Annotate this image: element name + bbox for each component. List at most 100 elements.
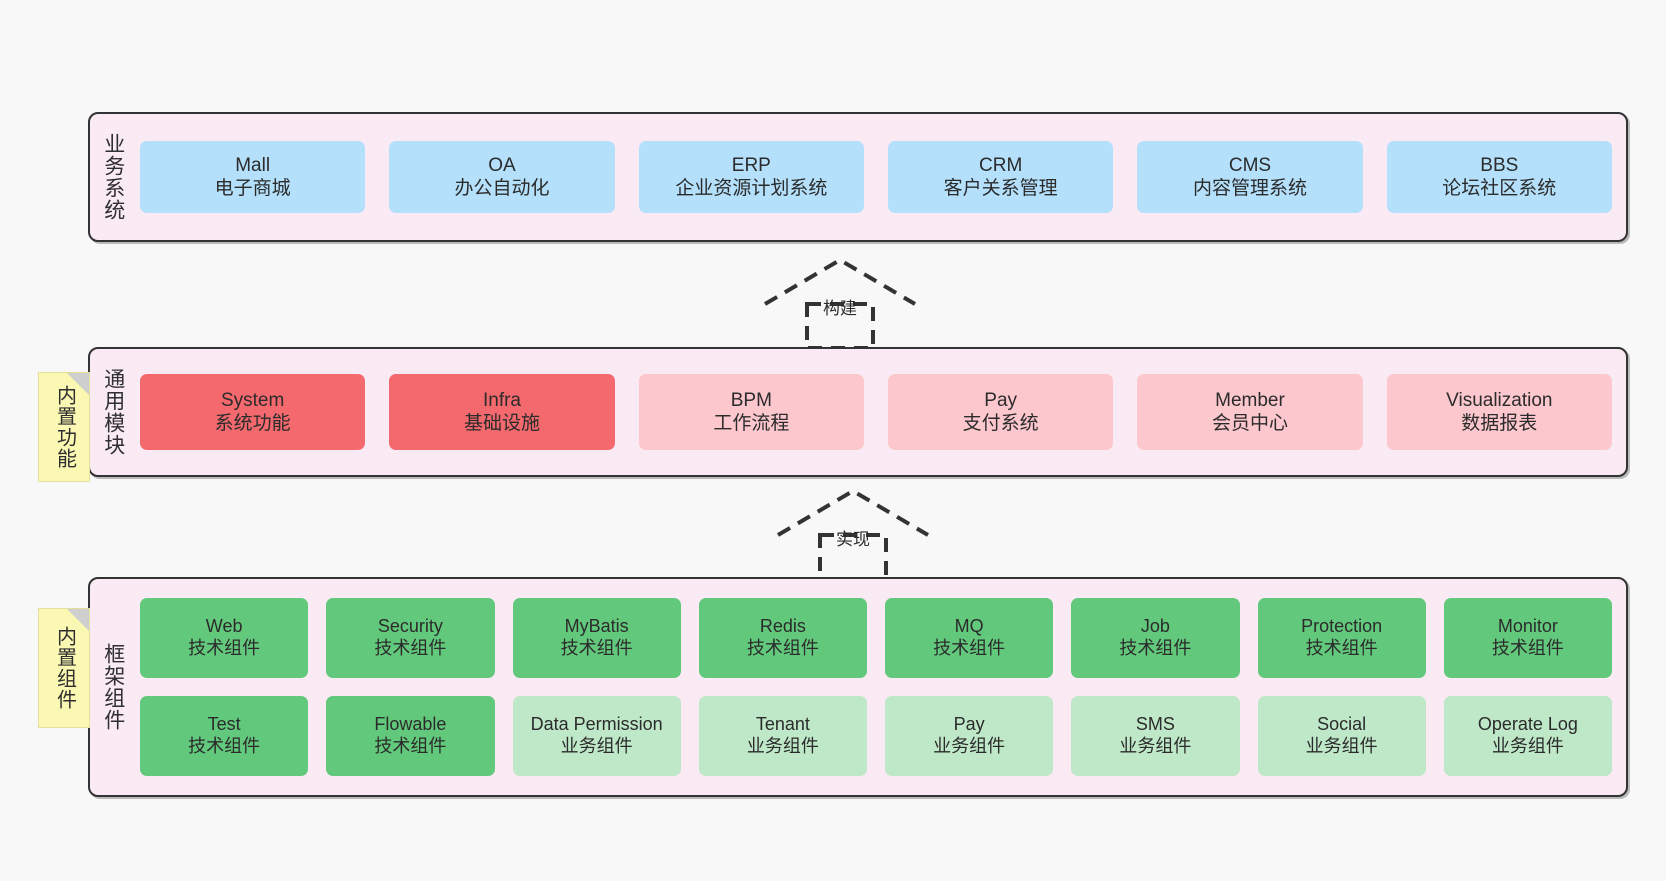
- card-title-cn: 技术组件: [374, 736, 447, 756]
- card-infra[interactable]: Infra 基础设施: [389, 374, 615, 450]
- card-title-en: SMS: [1135, 714, 1175, 735]
- card-title-cn: 工作流程: [713, 413, 790, 434]
- card-test[interactable]: Test 技术组件: [140, 696, 309, 776]
- card-oa[interactable]: OA 办公自动化: [389, 141, 615, 213]
- layer-title-business-system: 业务系统: [101, 133, 125, 221]
- card-pay[interactable]: Pay 支付系统: [887, 374, 1114, 450]
- layer-title-common-modules: 通用模块: [101, 368, 125, 456]
- card-title-cn: 基础设施: [463, 413, 540, 434]
- card-cms[interactable]: CMS 内容管理系统: [1137, 141, 1363, 213]
- layer-framework-components[interactable]: 框架组件 Web 技术组件 Security 技术组件 MyBatis 技术组件…: [88, 577, 1628, 797]
- card-title-cn: 技术组件: [374, 638, 447, 658]
- card-title-cn: 电子商城: [214, 178, 291, 199]
- card-title-en: OA: [488, 154, 516, 176]
- card-title-en: Member: [1215, 389, 1285, 411]
- card-visualization[interactable]: Visualization 数据报表: [1386, 374, 1612, 450]
- card-title-cn: 数据报表: [1461, 413, 1538, 434]
- card-title-en: Monitor: [1497, 616, 1558, 637]
- card-member[interactable]: Member 会员中心: [1137, 374, 1363, 450]
- card-title-en: Social: [1317, 714, 1367, 735]
- arrow-stem: [805, 302, 875, 350]
- card-data-permission[interactable]: Data Permission 业务组件: [512, 696, 681, 776]
- card-row: Test 技术组件 Flowable 技术组件 Data Permission …: [140, 696, 1612, 776]
- card-title-cn: 技术组件: [1491, 638, 1564, 658]
- card-title-cn: 客户关系管理: [943, 178, 1058, 199]
- card-mall[interactable]: Mall 电子商城: [140, 141, 366, 213]
- card-monitor[interactable]: Monitor 技术组件: [1443, 598, 1612, 678]
- card-title-en: Mall: [235, 154, 271, 176]
- card-sms[interactable]: SMS 业务组件: [1071, 696, 1240, 776]
- card-title-en: Protection: [1301, 616, 1383, 637]
- card-security[interactable]: Security 技术组件: [326, 598, 495, 678]
- card-title-cn: 会员中心: [1211, 413, 1288, 434]
- arrowhead-triangle: [776, 488, 930, 537]
- card-title-cn: 系统功能: [214, 413, 291, 434]
- card-web[interactable]: Web 技术组件: [140, 598, 309, 678]
- card-tenant[interactable]: Tenant 业务组件: [698, 696, 867, 776]
- card-title-en: Job: [1140, 616, 1170, 637]
- layer-common-modules[interactable]: 通用模块 System 系统功能 Infra 基础设施 BPM 工作流程 Pay…: [88, 347, 1628, 477]
- card-protection[interactable]: Protection 技术组件: [1257, 598, 1426, 678]
- card-title-cn: 论坛社区系统: [1442, 178, 1557, 199]
- card-title-en: Security: [377, 616, 443, 637]
- card-title-en: CRM: [979, 154, 1023, 176]
- card-title-en: BBS: [1480, 154, 1519, 176]
- card-row: Mall 电子商城 OA 办公自动化 ERP 企业资源计划系统 CRM 客户关系…: [140, 141, 1612, 213]
- card-title-en: Test: [207, 714, 241, 735]
- card-title-cn: 支付系统: [962, 413, 1039, 434]
- layer-business-system[interactable]: 业务系统 Mall 电子商城 OA 办公自动化 ERP 企业资源计划系统 CRM…: [88, 112, 1628, 242]
- card-title-cn: 业务组件: [746, 736, 819, 756]
- card-title-cn: 技术组件: [188, 638, 261, 658]
- card-title-en: ERP: [731, 154, 771, 176]
- card-title-cn: 内容管理系统: [1192, 178, 1307, 199]
- card-title-cn: 企业资源计划系统: [675, 178, 828, 199]
- card-title-en: System: [220, 389, 285, 411]
- arrowhead-triangle: [763, 257, 917, 306]
- note-builtin-function[interactable]: 内置功能: [38, 372, 90, 482]
- connector-build: 构建: [755, 256, 925, 356]
- card-title-en: Visualization: [1446, 389, 1553, 411]
- card-title-cn: 技术组件: [188, 736, 261, 756]
- card-crm[interactable]: CRM 客户关系管理: [887, 141, 1114, 213]
- card-flowable[interactable]: Flowable 技术组件: [326, 696, 495, 776]
- card-title-en: MQ: [954, 616, 984, 637]
- card-title-cn: 技术组件: [1305, 638, 1378, 658]
- layer-body-common-modules: System 系统功能 Infra 基础设施 BPM 工作流程 Pay 支付系统…: [136, 349, 1626, 475]
- card-title-en: Redis: [759, 616, 806, 637]
- card-bbs[interactable]: BBS 论坛社区系统: [1386, 141, 1612, 213]
- card-title-en: Pay: [953, 714, 985, 735]
- card-title-cn: 技术组件: [560, 638, 633, 658]
- card-title-cn: 业务组件: [933, 736, 1006, 756]
- card-mq[interactable]: MQ 技术组件: [885, 598, 1054, 678]
- card-title-cn: 业务组件: [1491, 736, 1564, 756]
- card-operate-log[interactable]: Operate Log 业务组件: [1443, 696, 1612, 776]
- card-bpm[interactable]: BPM 工作流程: [638, 374, 864, 450]
- card-title-en: Pay: [984, 389, 1018, 411]
- card-row: System 系统功能 Infra 基础设施 BPM 工作流程 Pay 支付系统…: [140, 374, 1612, 450]
- card-mybatis[interactable]: MyBatis 技术组件: [512, 598, 681, 678]
- card-title-en: Operate Log: [1477, 714, 1578, 735]
- connector-implement: 实现: [768, 487, 938, 587]
- card-title-en: Web: [205, 616, 243, 637]
- card-pay-business[interactable]: Pay 业务组件: [885, 696, 1054, 776]
- layer-body-business-system: Mall 电子商城 OA 办公自动化 ERP 企业资源计划系统 CRM 客户关系…: [136, 114, 1626, 240]
- card-erp[interactable]: ERP 企业资源计划系统: [638, 141, 864, 213]
- card-title-en: Infra: [482, 389, 521, 411]
- card-system[interactable]: System 系统功能: [140, 374, 366, 450]
- layer-title-framework-components: 框架组件: [101, 643, 125, 731]
- note-builtin-component[interactable]: 内置组件: [38, 608, 90, 728]
- arrow-stem: [818, 533, 888, 581]
- card-title-en: CMS: [1228, 154, 1272, 176]
- card-title-en: MyBatis: [564, 616, 629, 637]
- card-redis[interactable]: Redis 技术组件: [698, 598, 867, 678]
- card-title-en: Data Permission: [530, 714, 663, 735]
- card-title-cn: 业务组件: [560, 736, 633, 756]
- card-title-cn: 业务组件: [1305, 736, 1378, 756]
- card-title-cn: 业务组件: [1119, 736, 1192, 756]
- card-title-cn: 办公自动化: [454, 178, 550, 199]
- card-job[interactable]: Job 技术组件: [1071, 598, 1240, 678]
- card-title-en: Tenant: [755, 714, 810, 735]
- card-social[interactable]: Social 业务组件: [1257, 696, 1426, 776]
- card-title-cn: 技术组件: [746, 638, 819, 658]
